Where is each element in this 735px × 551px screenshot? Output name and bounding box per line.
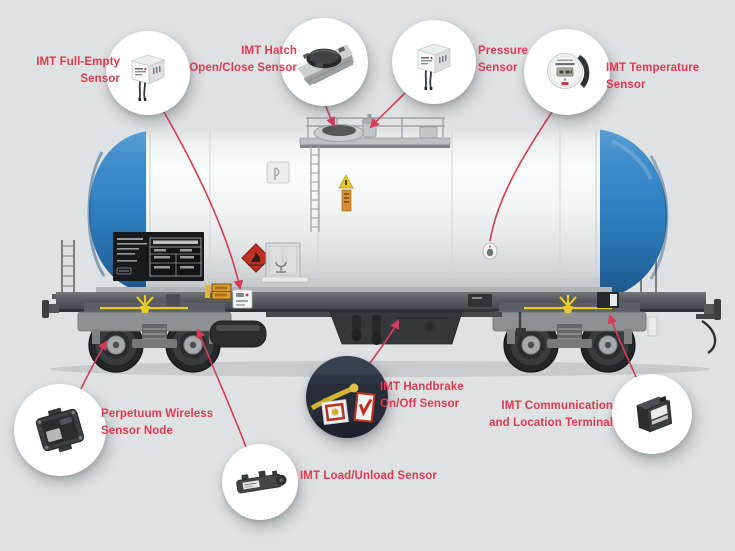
- valve-cabinet-panel: [261, 242, 309, 283]
- tank-side-ladder: [310, 146, 320, 232]
- label-line: IMT Hatch: [241, 45, 297, 57]
- label-full-empty-sensor: IMT Full-Empty Sensor: [8, 54, 120, 88]
- label-line: IMT Full-Empty: [36, 56, 120, 68]
- tank-weld-seams: [209, 131, 561, 291]
- callout-hatch-sensor: [280, 18, 368, 106]
- label-hatch-sensor: IMT Hatch Open/Close Sensor: [176, 43, 297, 77]
- label-line: On/Off Sensor: [380, 398, 460, 410]
- label-line: Perpetuum Wireless: [101, 408, 214, 420]
- hazard-diamond-placard: [241, 243, 271, 273]
- handbrake-sensor-icon: [306, 356, 388, 438]
- connector-pressure: [369, 92, 406, 129]
- label-line: Pressure: [478, 45, 529, 57]
- callout-full-empty-sensor: [106, 31, 190, 115]
- communication-terminal-icon: [636, 395, 673, 433]
- load-unload-sensor-icon: [236, 470, 287, 494]
- hatch-sensor-icon: [297, 44, 354, 86]
- air-reservoir: [209, 320, 267, 348]
- callout-pressure-sensor: [392, 20, 476, 104]
- label-temperature-sensor: IMT Temperature Sensor: [606, 60, 718, 94]
- label-communication-terminal: IMT Communication and Location Terminal: [480, 398, 613, 432]
- connector-communication: [607, 314, 637, 378]
- connector-full-empty: [163, 111, 244, 291]
- label-line: Open/Close Sensor: [189, 62, 297, 74]
- connector-handbrake: [369, 319, 399, 364]
- connector-load-unload: [196, 328, 247, 448]
- walkway-stripe: [96, 287, 612, 292]
- connector-temperature: [489, 111, 553, 242]
- connector-hatch: [325, 105, 335, 127]
- temperature-sensor-target: [482, 242, 498, 260]
- label-line: and Location Terminal: [489, 417, 613, 429]
- label-line: IMT Temperature: [606, 62, 700, 74]
- label-handbrake-sensor: IMT Handbrake On/Off Sensor: [380, 379, 505, 413]
- callout-temperature-sensor: [524, 29, 610, 115]
- label-line: Sensor Node: [101, 425, 174, 437]
- underframe-equipment: [166, 294, 526, 348]
- callout-load-unload-sensor: [222, 444, 298, 520]
- left-bogie: [77, 302, 232, 373]
- top-walkway: [299, 114, 451, 232]
- label-line: Sensor: [606, 79, 646, 91]
- label-line: IMT Communication: [501, 400, 613, 412]
- callout-perpetuum-node: [14, 384, 106, 476]
- right-buffer: [647, 299, 721, 354]
- warning-sticker: [338, 174, 354, 212]
- connector-perpetuum: [80, 340, 108, 390]
- full-empty-sensor-target: [232, 289, 253, 309]
- label-load-unload-sensor: IMT Load/Unload Sensor: [300, 468, 490, 485]
- handbrake-yellow-marks: [100, 295, 612, 313]
- pressure-sensor-icon: [416, 43, 452, 90]
- label-line: IMT Handbrake: [380, 381, 464, 393]
- left-buffer: [42, 300, 59, 318]
- wireless-node-icon: [35, 407, 85, 453]
- brake-hose: [701, 319, 717, 354]
- connector-lines: [80, 92, 637, 448]
- left-end-ladder: [61, 240, 75, 299]
- callout-handbrake-sensor: [306, 356, 388, 438]
- right-bogie: [492, 302, 647, 373]
- label-perpetuum-node: Perpetuum Wireless Sensor Node: [101, 406, 241, 440]
- wagon-data-placard: [113, 232, 204, 281]
- full-empty-sensor-icon: [130, 54, 166, 101]
- label-pressure-sensor: Pressure Sensor: [478, 43, 568, 77]
- callout-communication-terminal: [612, 374, 692, 454]
- label-line: Sensor: [80, 73, 120, 85]
- label-line: Sensor: [478, 62, 518, 74]
- label-line: IMT Load/Unload Sensor: [300, 470, 438, 482]
- document-panel: [266, 161, 290, 184]
- communication-terminal-target: [597, 292, 619, 308]
- hazard-code-plate: [205, 283, 232, 300]
- temperature-sensor-icon: [547, 53, 590, 89]
